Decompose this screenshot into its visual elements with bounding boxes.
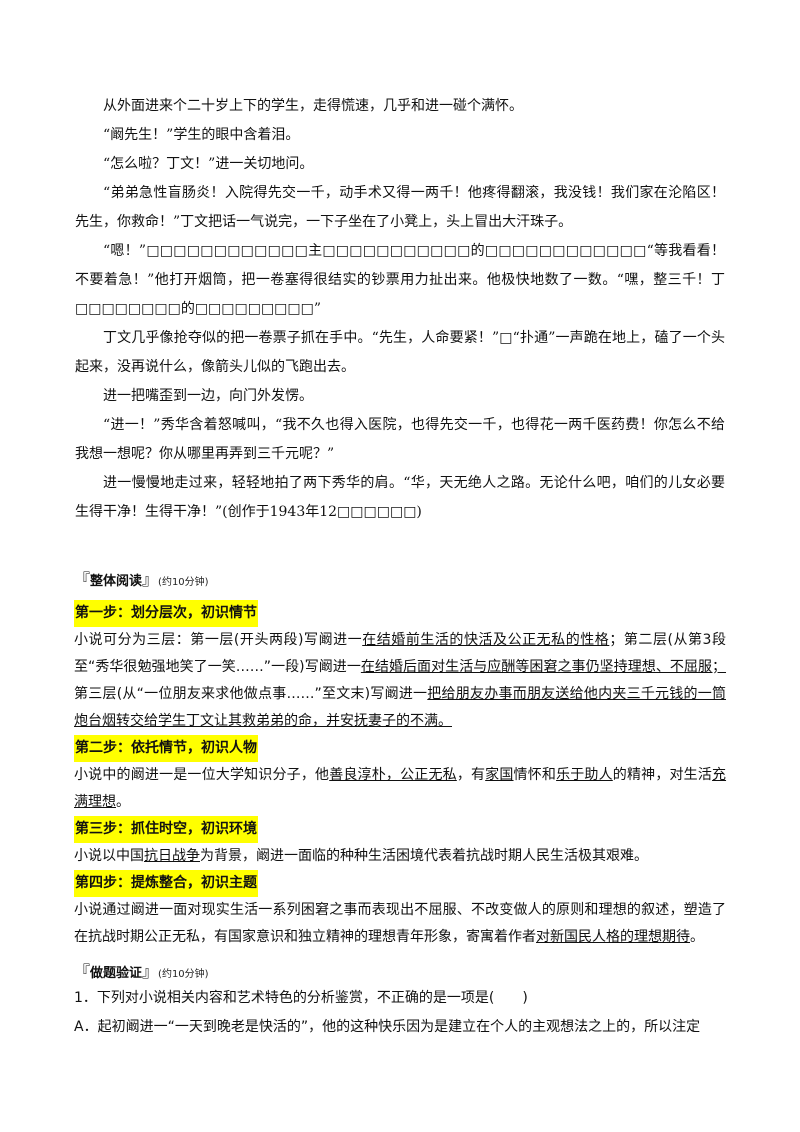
story-paragraph: 丁文几乎像抢夺似的把一卷票子抓在手中。“先生，人命要紧！”□“扑通”一声跪在地上… <box>75 330 725 375</box>
story-excerpt: 从外面进来个二十岁上下的学生，走得慌速，几乎和进一碰个满怀。 “阚先生！”学生的… <box>75 92 725 527</box>
question-1: 1．下列对小说相关内容和艺术特色的分析鉴赏，不正确的是一项是( ) <box>74 990 528 1006</box>
step-4-body: 小说通过阚进一面对现实生活一系列困窘之事而表现出不屈服、不改变做人的原则和理想的… <box>74 897 726 951</box>
underlined-text: 把给朋友办事而朋友送给他内夹三千元钱的一筒炮台烟转交给学生丁文让其救弟弟的命，并… <box>74 686 726 729</box>
practice-time-note: (约10分钟) <box>158 969 209 980</box>
step-text: 的精神，对生活 <box>612 767 713 783</box>
story-paragraph: “进一！”秀华含着怒喊叫，“我不久也得入医院，也得先交一千，也得花一两千医药费！… <box>75 417 725 462</box>
step-text: 。 <box>116 794 130 810</box>
underlined-text: 善良淳朴，公正无私 <box>329 767 457 783</box>
bracket-close: 』 <box>142 962 159 981</box>
underlined-text: 对新国民人格的理想期待 <box>536 929 690 945</box>
step-text: 为背景，阚进一面临的种种生活困境代表着抗战时期人民生活极其艰难。 <box>200 848 648 864</box>
underlined-text: 充满理想 <box>74 767 727 810</box>
step-text: 。 <box>690 929 704 945</box>
underlined-text: 家国 <box>485 767 514 783</box>
step-2-label: 第二步：依托情节，初识人物 <box>74 735 258 762</box>
story-paragraph: “阚先生！”学生的眼中含着泪。 <box>103 127 300 143</box>
option-a: A．起初阚进一“一天到晚老是快活的”，他的这种快乐因为是建立在个人的主观想法之上… <box>74 1019 701 1035</box>
step-text: 情怀和 <box>513 767 557 783</box>
story-paragraph: “弟弟急性盲肠炎！入院得先交一千，动手术又得一两千！他疼得翻滚，我没钱！我们家在… <box>75 185 725 230</box>
story-paragraph: “怎么啦？丁文！”进一关切地问。 <box>103 156 314 172</box>
step-4-label: 第四步：提炼整合，初识主题 <box>74 870 258 897</box>
story-paragraph: “嗯！”□□□□□□□□□□□□主□□□□□□□□□□□的□□□□□□□□□□□… <box>75 243 725 317</box>
underlined-text: 抗日战争 <box>144 848 200 864</box>
practice-section-heading: 『做题验证』(约10分钟) <box>74 958 209 982</box>
step-1-body: 小说可分为三层：第一层(开头两段)写阚进一在结婚前生活的快活及公正无私的性格；第… <box>74 627 726 735</box>
step-text: 小说可分为三层：第一层(开头两段)写阚进一 <box>74 632 363 648</box>
step-3-label: 第三步：抓住时空，初识环境 <box>74 816 258 843</box>
bracket-open: 『 <box>74 570 91 589</box>
story-paragraph: 进一慢慢地走过来，轻轻地拍了两下秀华的肩。“华，天无绝人之路。无论什么吧，咱们的… <box>75 475 725 520</box>
story-paragraph: 进一把嘴歪到一边，向门外发愣。 <box>103 388 313 404</box>
story-paragraph: 从外面进来个二十岁上下的学生，走得慌速，几乎和进一碰个满怀。 <box>103 98 523 114</box>
underlined-text: 在结婚前生活的快活及公正无私的性格 <box>362 632 610 648</box>
step-text: 第三层(从“一位朋友来求他做点事……”至文末)写阚进一 <box>74 686 428 702</box>
step-3-body: 小说以中国抗日战争为背景，阚进一面临的种种生活困境代表着抗战时期人民生活极其艰难… <box>74 843 726 870</box>
step-text: 小说中的阚进一是一位大学知识分子，他 <box>74 767 330 783</box>
underlined-text: 在结婚后面对生活与应酬等困窘之事仍坚持理想、不屈服； <box>360 659 727 675</box>
quiz: 1．下列对小说相关内容和艺术特色的分析鉴赏，不正确的是一项是( ) A．起初阚进… <box>74 984 726 1042</box>
step-text: ，有 <box>456 767 486 783</box>
bracket-close: 』 <box>142 570 159 589</box>
reading-section-title: 整体阅读 <box>90 574 143 589</box>
step-text: 小说以中国 <box>74 848 144 864</box>
practice-section-title: 做题验证 <box>90 966 143 981</box>
step-text: 小说通过阚进一面对现实生活一系列困窘之事而表现出不屈服、不改变做人的原则和理想的… <box>74 902 726 945</box>
step-text: ；第二层(从第3段至“秀华很勉强地笑了一笑……”一段)写阚进一 <box>74 632 726 675</box>
analysis-steps: 第一步：划分层次，初识情节 小说可分为三层：第一层(开头两段)写阚进一在结婚前生… <box>74 600 726 951</box>
bracket-open: 『 <box>74 962 91 981</box>
reading-time-note: (约10分钟) <box>158 577 209 588</box>
reading-section-heading: 『整体阅读』(约10分钟) <box>74 566 209 590</box>
underlined-text: 乐于助人 <box>556 767 613 783</box>
step-2-body: 小说中的阚进一是一位大学知识分子，他善良淳朴，公正无私，有家国情怀和乐于助人的精… <box>74 762 726 816</box>
step-1-label: 第一步：划分层次，初识情节 <box>74 600 258 627</box>
